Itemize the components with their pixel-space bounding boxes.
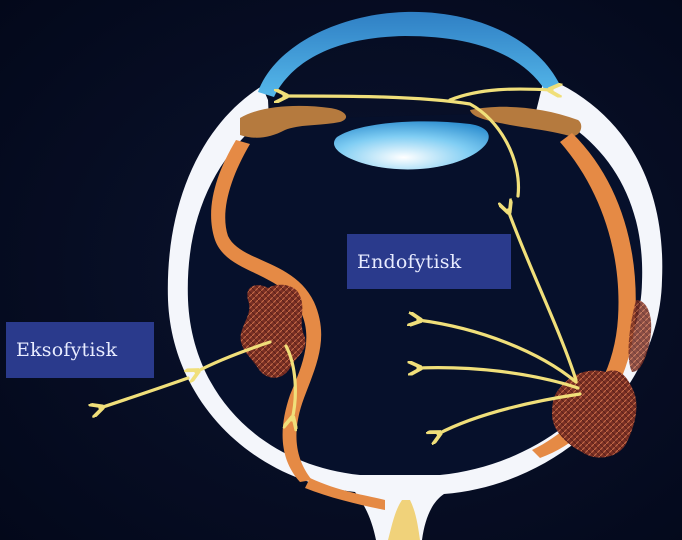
exophytic-label: Eksofytisk bbox=[6, 322, 154, 378]
endophytic-label: Endofytisk bbox=[347, 234, 511, 289]
